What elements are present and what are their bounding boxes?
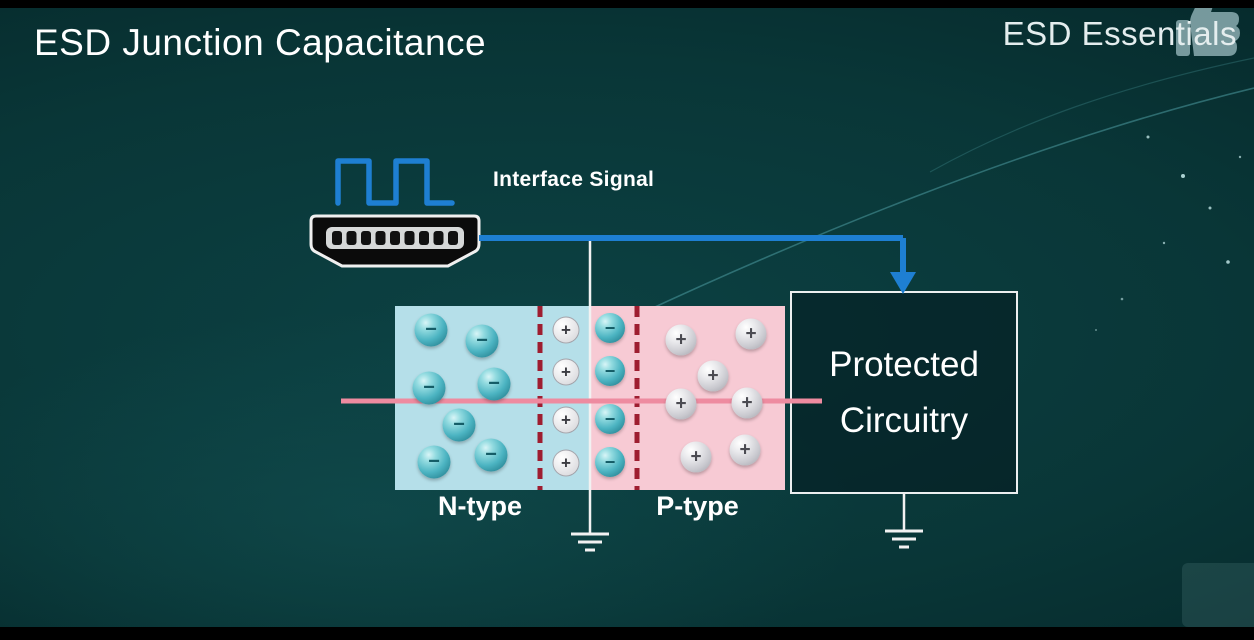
brand-watermark: ESD Essentials [1002,15,1237,52]
depletion-electron-sphere: − [595,356,625,386]
hole-sphere: + [729,434,761,466]
electron-sphere: − [414,313,448,347]
deco-curve [559,87,1254,353]
depletion-electron-sphere: − [595,313,625,343]
hole-sphere: + [735,318,767,350]
depletion-hole-sphere: + [552,316,580,344]
ground-symbol-box [885,529,923,549]
hdmi-connector-icon [309,214,481,268]
hole-sphere: + [665,324,697,356]
ground-symbol-center [571,532,609,552]
depletion-electron-sphere: − [595,447,625,477]
depletion-hole-sphere: + [552,406,580,434]
letterbox-bottom [0,627,1254,640]
hole-sphere: + [731,387,763,419]
hole-sphere: + [680,441,712,473]
thumbs-up-icon [1176,0,1240,56]
hole-sphere: + [697,360,729,392]
electron-sphere: − [417,445,451,479]
protected-line1: Protected [829,344,979,384]
arrowhead-down-icon [890,272,916,294]
interface-signal-label: Interface Signal [493,168,655,191]
star-particles [1095,135,1242,331]
depletion-electron-sphere: − [595,404,625,434]
electron-sphere: − [412,371,446,405]
page-title: ESD Junction Capacitance [34,22,487,63]
p-type-label: P-type [656,491,739,521]
electron-sphere: − [465,324,499,358]
corner-watermark [1182,563,1254,627]
protected-circuitry-box: Protected Circuitry [790,291,1018,494]
depletion-hole-sphere: + [552,358,580,386]
letterbox-top [0,0,1254,8]
square-wave-icon [335,158,455,206]
n-type-label: N-type [437,491,522,521]
hole-sphere: + [665,388,697,420]
protected-line2: Circuitry [839,400,969,440]
electron-sphere: − [474,438,508,472]
electron-sphere: − [442,408,476,442]
depletion-hole-sphere: + [552,449,580,477]
hdmi-pins [332,231,458,245]
signal-bus-arrow [479,235,906,276]
deco-curve-faint [929,57,1254,173]
electron-sphere: − [477,367,511,401]
